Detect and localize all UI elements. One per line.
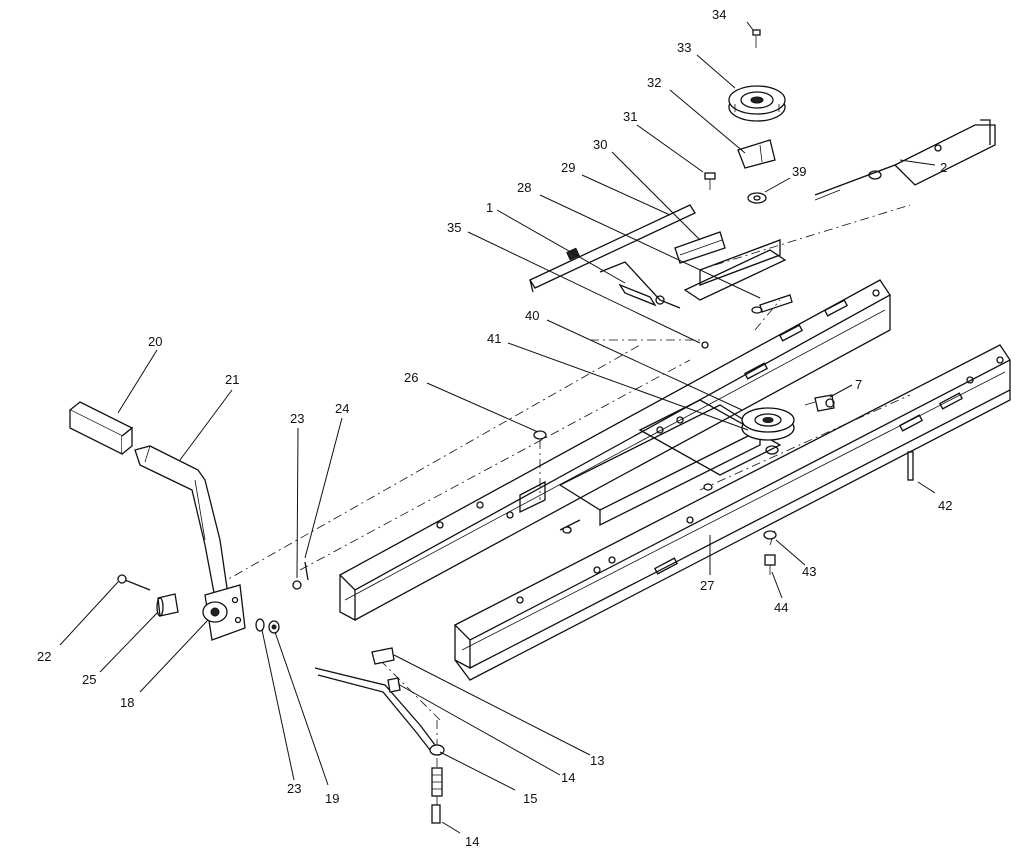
callout-14-upper: 14 (561, 770, 575, 785)
callout-40: 40 (525, 308, 539, 323)
callout-32: 32 (647, 75, 661, 90)
callout-42: 42 (938, 498, 952, 513)
callout-23-lower: 23 (287, 781, 301, 796)
callout-20: 20 (148, 334, 162, 349)
callout-43: 43 (802, 564, 816, 579)
callout-13: 13 (590, 753, 604, 768)
callout-24: 24 (335, 401, 349, 416)
frame-assembly (338, 279, 1011, 681)
callout-18: 18 (120, 695, 134, 710)
callout-39: 39 (792, 164, 806, 179)
callout-15: 15 (523, 791, 537, 806)
rear-bracket (814, 119, 996, 201)
callout-27: 27 (700, 578, 714, 593)
callout-41: 41 (487, 331, 501, 346)
callout-34: 34 (712, 7, 726, 22)
callout-30: 30 (593, 137, 607, 152)
rod-and-spring (529, 204, 709, 349)
callout-19: 19 (325, 791, 339, 806)
callout-23-upper: 23 (290, 411, 304, 426)
callout-21: 21 (225, 372, 239, 387)
brake-link-rod (314, 647, 445, 824)
callout-7: 7 (855, 377, 862, 392)
bolt-7 (804, 394, 835, 412)
alignment-lines (217, 204, 911, 810)
callout-2: 2 (940, 160, 947, 175)
callout-44: 44 (774, 600, 788, 615)
callout-22: 22 (37, 649, 51, 664)
upper-bracket (674, 231, 787, 301)
top-pulley-group (704, 29, 786, 204)
callout-28: 28 (517, 180, 531, 195)
brake-pedal-assembly (68, 401, 309, 641)
callout-labels: 34 33 32 31 30 29 28 39 2 1 35 40 41 26 … (37, 7, 952, 849)
leader-lines (59, 21, 936, 834)
callout-29: 29 (561, 160, 575, 175)
callout-31: 31 (623, 109, 637, 124)
frame-holes (436, 289, 1004, 604)
callout-33: 33 (677, 40, 691, 55)
callout-1: 1 (486, 200, 493, 215)
callout-14-lower: 14 (465, 834, 479, 849)
callout-25: 25 (82, 672, 96, 687)
small-hardware (533, 294, 793, 575)
callout-35: 35 (447, 220, 461, 235)
callout-26: 26 (404, 370, 418, 385)
pin-42 (907, 451, 914, 481)
idler-pulley (741, 407, 795, 455)
